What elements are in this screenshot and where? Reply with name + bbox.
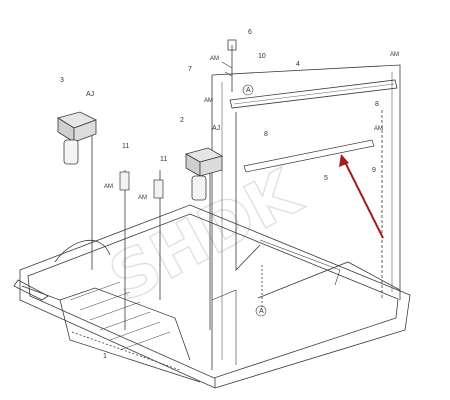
base-inner-rail xyxy=(59,287,191,361)
callout-8: 8 xyxy=(375,101,379,108)
callout-aj-left: AJ xyxy=(86,91,94,98)
callout-11-left: 11 xyxy=(122,143,129,150)
callout-am-4: AM xyxy=(204,98,213,104)
callout-9: 9 xyxy=(372,167,376,174)
frame-drawing xyxy=(13,39,411,389)
callout-4: 4 xyxy=(296,61,300,68)
base-dashed-rail xyxy=(71,331,181,371)
part-3-sensor-unit xyxy=(57,111,98,165)
top-rail-part xyxy=(229,79,398,109)
callout-a-bottom: A xyxy=(259,308,264,315)
harness-cable-left xyxy=(54,239,111,263)
callout-aj-center: AJ xyxy=(212,125,220,132)
base-tray-outline xyxy=(19,204,411,389)
callout-11-right: 11 xyxy=(160,156,167,163)
pointer-arrow xyxy=(339,154,384,239)
rear-frame-top xyxy=(211,64,401,300)
shaft-cap xyxy=(227,39,237,51)
part-11-left-body xyxy=(119,171,130,191)
base-left-tab xyxy=(13,279,49,301)
callout-6: 6 xyxy=(248,29,252,36)
base-front-lip xyxy=(21,285,201,383)
top-rail-centerline xyxy=(233,83,395,105)
encoder-strip xyxy=(243,139,375,173)
callout-2: 2 xyxy=(180,117,184,124)
frame-lower-bracket xyxy=(211,289,237,365)
callout-a-top: A xyxy=(246,87,251,94)
frame-inner-bracket xyxy=(235,112,261,271)
part-11-right-body xyxy=(153,179,164,199)
callout-5: 5 xyxy=(324,175,328,182)
callout-1: 1 xyxy=(103,353,107,360)
callout-circles xyxy=(242,84,267,317)
circle-a-bottom xyxy=(255,305,267,317)
callout-am-2: AM xyxy=(138,195,147,201)
callout-am-1: AM xyxy=(104,184,113,190)
callout-am-3: AM xyxy=(210,56,219,62)
part-2-sensor-unit xyxy=(184,147,224,201)
callout-am-5: AM xyxy=(390,52,399,58)
base-tray-inner xyxy=(27,213,399,379)
part-11-brackets xyxy=(119,171,164,199)
callout-am-6: AM xyxy=(374,126,383,132)
base-center-ridge xyxy=(259,239,341,286)
shaft-bracket xyxy=(221,61,233,77)
callout-8-near-strip: 8 xyxy=(264,131,268,138)
callout-7: 7 xyxy=(188,66,192,73)
callout-10: 10 xyxy=(258,53,266,60)
base-right-ridge xyxy=(257,261,401,299)
circle-a-top xyxy=(242,84,254,96)
callout-3: 3 xyxy=(60,77,64,84)
